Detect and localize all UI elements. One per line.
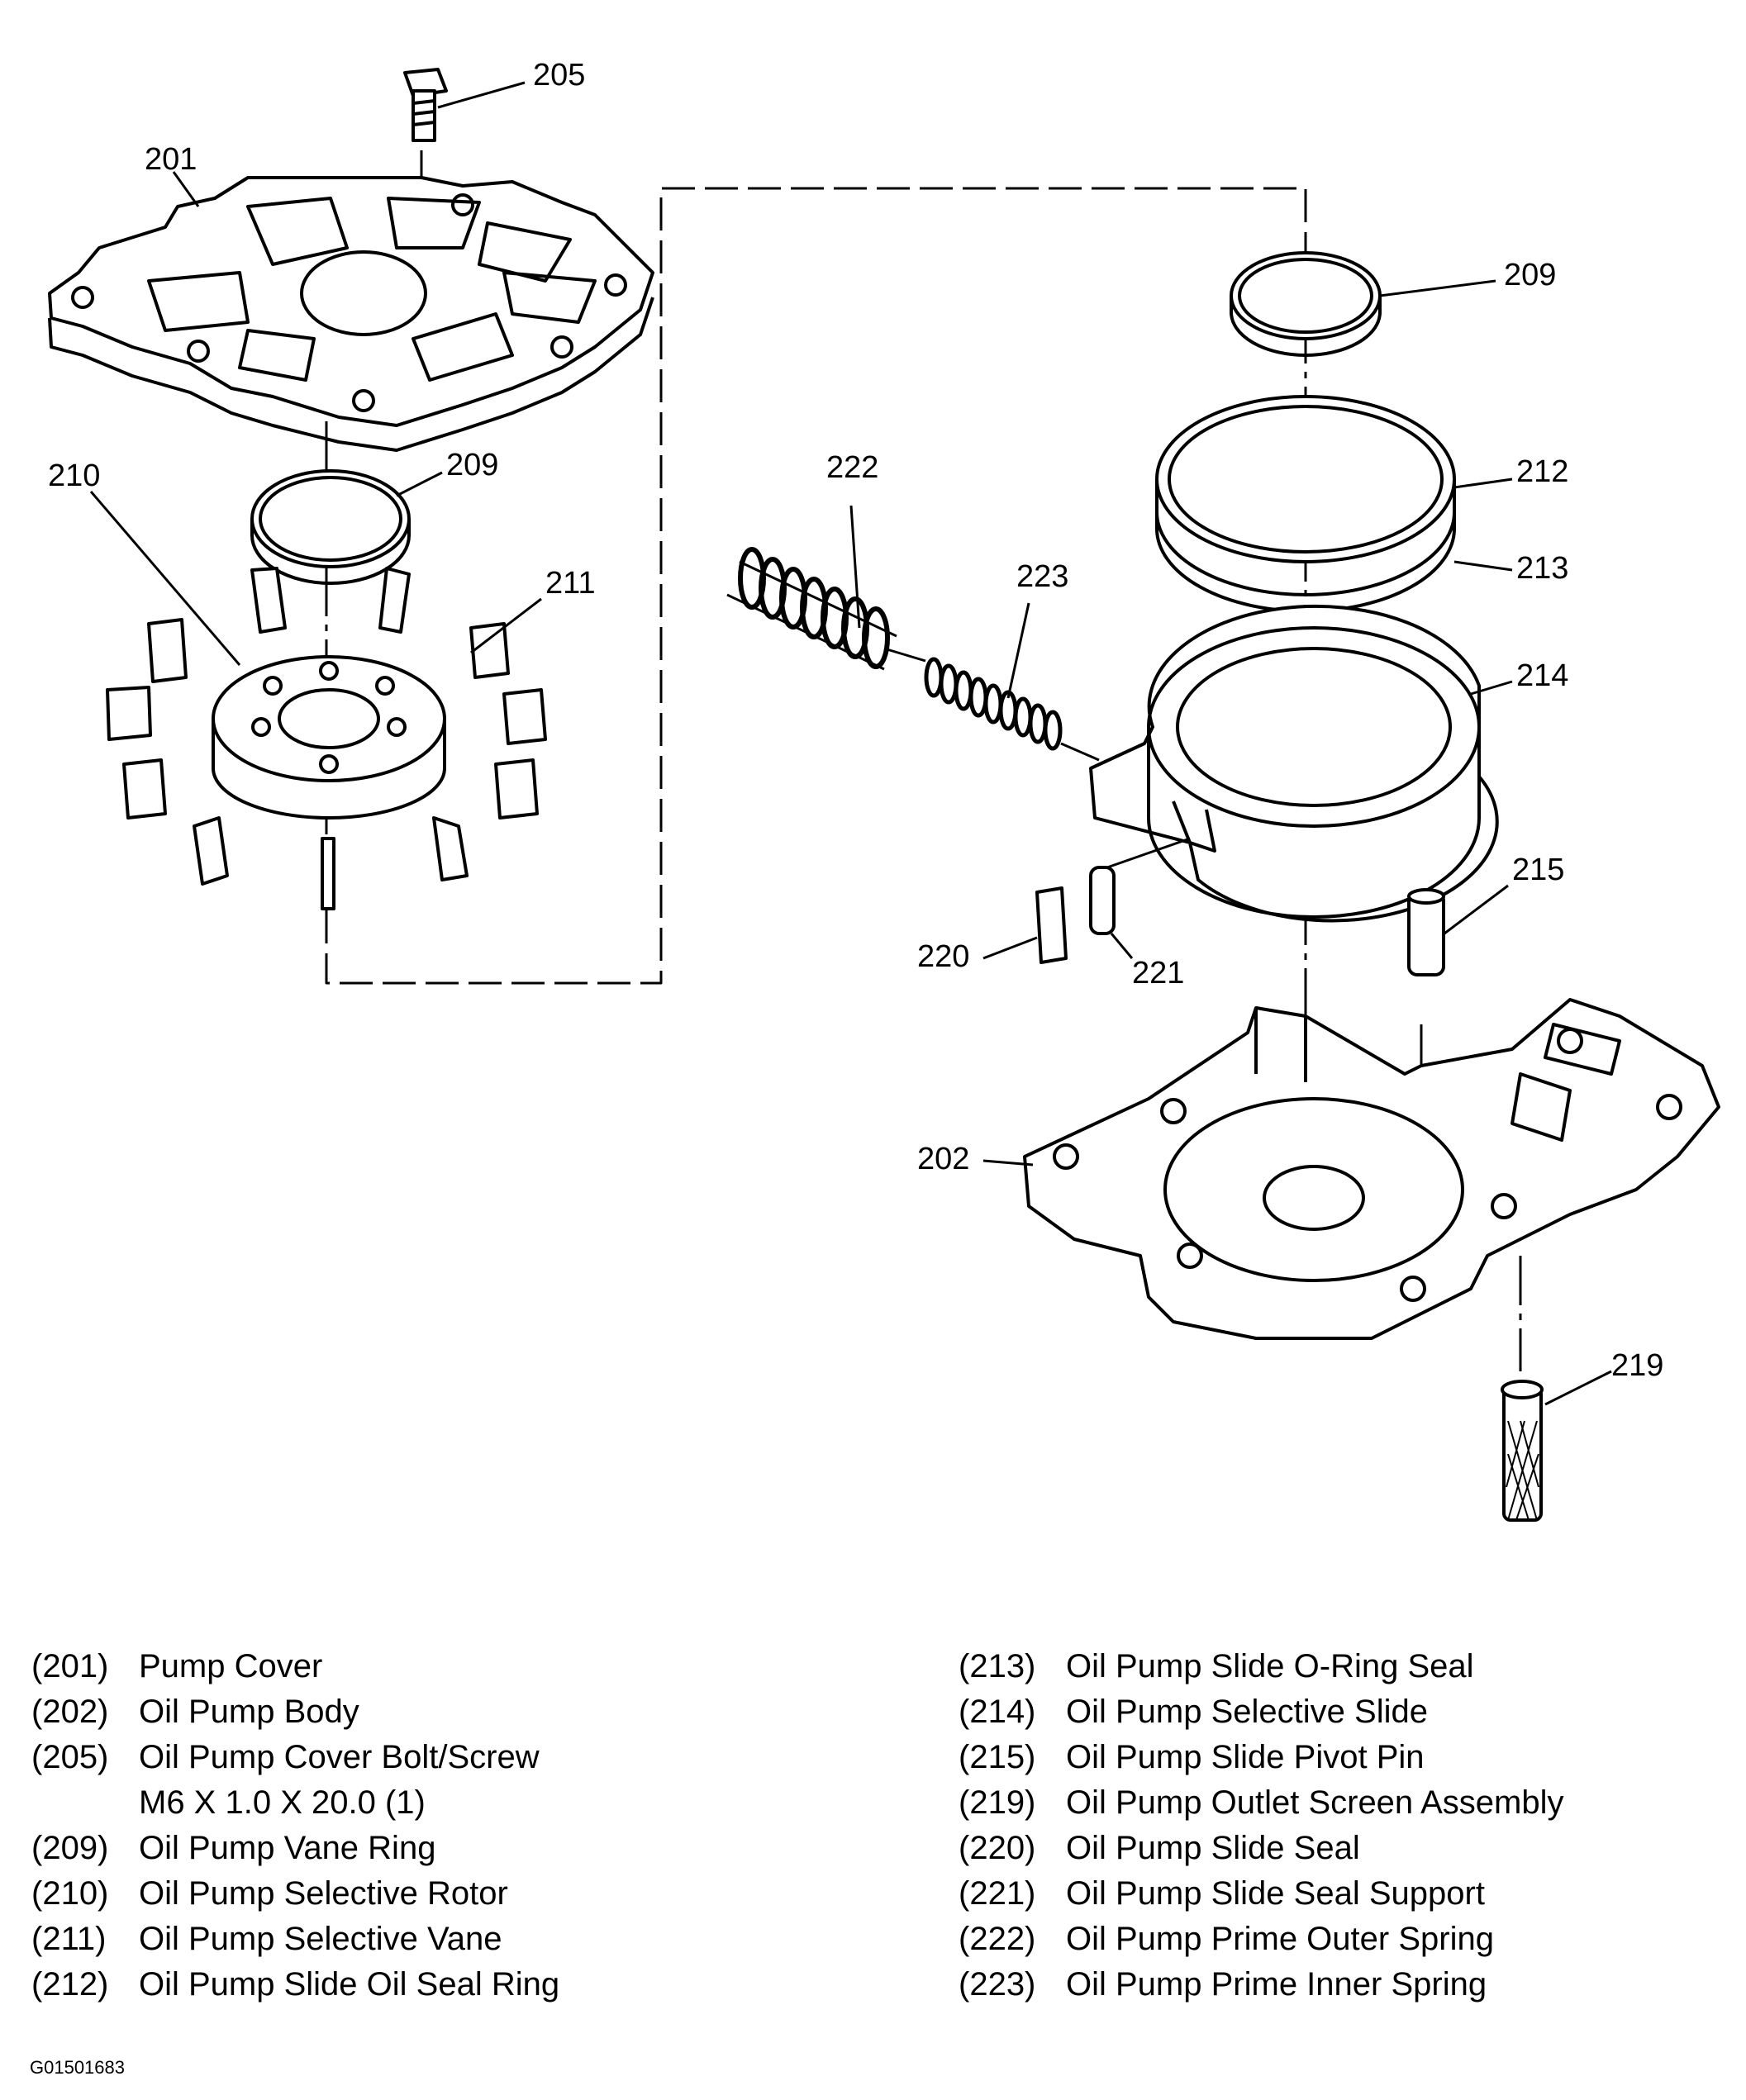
callout-221: 221	[1132, 956, 1184, 991]
legend-name: Oil Pump Slide Seal Support	[1066, 1875, 1485, 1912]
legend-name: Oil Pump Selective Slide	[1066, 1694, 1428, 1730]
rotor-210	[212, 655, 446, 820]
legend-name-detail: M6 X 1.0 X 20.0 (1)	[139, 1784, 426, 1821]
legend-item: (221) Oil Pump Slide Seal Support	[959, 1871, 1719, 1917]
legend-item: (223) Oil Pump Prime Inner Spring	[959, 1962, 1719, 2007]
legend-name: Oil Pump Prime Outer Spring	[1066, 1921, 1494, 1957]
slide-seal-220-221	[1035, 837, 1191, 964]
callout-209-left: 209	[446, 448, 498, 482]
legend-number: (210)	[31, 1875, 109, 1912]
legend-number: (201)	[31, 1648, 109, 1684]
callout-223: 223	[1016, 559, 1068, 594]
callout-212: 212	[1516, 454, 1568, 489]
pump-body-202	[1023, 998, 1720, 1340]
legend-item: (214) Oil Pump Selective Slide	[959, 1689, 1719, 1735]
seal-rings-212-213	[1155, 395, 1456, 613]
legend-name-group: Oil Pump Cover Bolt/Screw M6 X 1.0 X 20.…	[139, 1735, 899, 1826]
legend-name: Oil Pump Slide Seal	[1066, 1830, 1360, 1866]
pivot-pin-215	[1407, 888, 1445, 976]
legend-name: Oil Pump Slide Oil Seal Ring	[139, 1966, 560, 2003]
legend-item: (222) Oil Pump Prime Outer Spring	[959, 1917, 1719, 1962]
legend-number: (213)	[959, 1648, 1036, 1684]
callout-205: 205	[533, 58, 585, 93]
legend-item: (210) Oil Pump Selective Rotor	[31, 1871, 899, 1917]
legend-item: (201) Pump Cover	[31, 1644, 899, 1689]
callout-215: 215	[1512, 853, 1564, 887]
legend-number: (222)	[959, 1921, 1036, 1957]
legend-name: Oil Pump Vane Ring	[139, 1830, 436, 1866]
callout-211: 211	[545, 566, 596, 601]
callout-201: 201	[145, 142, 197, 177]
legend-item: (212) Oil Pump Slide Oil Seal Ring	[31, 1962, 899, 2007]
vane-ring-209-left	[250, 469, 411, 585]
callout-213: 213	[1516, 551, 1568, 586]
legend-item: (205) Oil Pump Cover Bolt/Screw M6 X 1.0…	[31, 1735, 899, 1826]
legend-name: Oil Pump Body	[139, 1694, 359, 1730]
legend-number: (219)	[959, 1784, 1036, 1821]
slide-214	[1089, 604, 1499, 923]
legend-number: (212)	[31, 1966, 109, 2003]
legend-left-column: (201) Pump Cover (202) Oil Pump Body (20…	[31, 1644, 899, 2007]
legend-item: (215) Oil Pump Slide Pivot Pin	[959, 1735, 1719, 1780]
legend-number: (221)	[959, 1875, 1036, 1912]
vane-ring-209-right	[1230, 251, 1382, 357]
outlet-screen-219	[1501, 1380, 1544, 1522]
legend-number: (209)	[31, 1830, 109, 1866]
callout-214: 214	[1516, 658, 1568, 693]
legend-item: (202) Oil Pump Body	[31, 1689, 899, 1735]
callout-209-right: 209	[1504, 258, 1556, 292]
figure-id: G01501683	[30, 2057, 125, 2078]
legend-name: Pump Cover	[139, 1648, 323, 1684]
legend-right-column: (213) Oil Pump Slide O-Ring Seal (214) O…	[959, 1644, 1719, 2007]
legend-name: Oil Pump Slide O-Ring Seal	[1066, 1648, 1474, 1684]
legend-number: (214)	[959, 1694, 1036, 1730]
legend-item: (213) Oil Pump Slide O-Ring Seal	[959, 1644, 1719, 1689]
outer-spring-222	[726, 547, 897, 671]
legend-name: Oil Pump Prime Inner Spring	[1066, 1966, 1487, 2003]
legend-name: Oil Pump Slide Pivot Pin	[1066, 1739, 1425, 1775]
vanes-211	[106, 567, 547, 910]
legend-name: Oil Pump Outlet Screen Assembly	[1066, 1784, 1564, 1821]
legend-number: (211)	[31, 1921, 107, 1957]
inner-spring-223	[883, 647, 1100, 762]
legend-number: (202)	[31, 1694, 109, 1730]
pump-cover-201	[48, 176, 654, 452]
callout-202: 202	[917, 1142, 969, 1176]
legend-number: (223)	[959, 1966, 1036, 2003]
dashed-connector	[325, 187, 1307, 985]
bolt-205	[403, 68, 448, 142]
callout-222: 222	[826, 450, 878, 485]
exploded-view-diagram: 205 201 209 210 211 209 212 213 222 223 …	[48, 58, 1720, 1522]
callout-219: 219	[1611, 1348, 1663, 1383]
legend-number: (215)	[959, 1739, 1036, 1775]
legend-number: (205)	[31, 1739, 109, 1775]
legend-number: (220)	[959, 1830, 1036, 1866]
legend-item: (211) Oil Pump Selective Vane	[31, 1917, 899, 1962]
legend-name: Oil Pump Selective Rotor	[139, 1875, 508, 1912]
legend-name: Oil Pump Cover Bolt/Screw	[139, 1739, 540, 1775]
leader-lines	[89, 81, 1612, 1406]
callout-labels: 205 201 209 210 211 209 212 213 222 223 …	[48, 58, 1663, 1383]
callout-220: 220	[917, 939, 969, 974]
callout-210: 210	[48, 458, 100, 493]
legend-name: Oil Pump Selective Vane	[139, 1921, 502, 1957]
legend-item: (220) Oil Pump Slide Seal	[959, 1826, 1719, 1871]
legend-item: (209) Oil Pump Vane Ring	[31, 1826, 899, 1871]
legend-item: (219) Oil Pump Outlet Screen Assembly	[959, 1780, 1719, 1826]
